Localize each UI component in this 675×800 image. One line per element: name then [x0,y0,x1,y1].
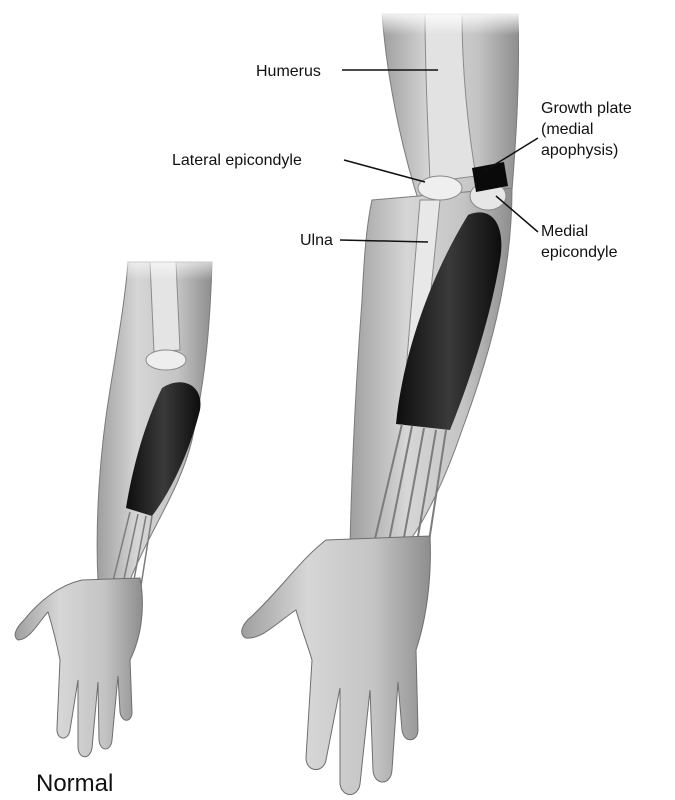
growth-plate-label: Growth plate (medial apophysis) [541,98,632,161]
growth-plate-label-line-1: Growth plate [541,98,632,119]
medial-epicondyle-label-line-1: Medial [541,221,618,242]
growth-plate-label-line-3: apophysis) [541,140,632,161]
normal-arm [15,250,220,757]
normal-caption: Normal [36,770,113,798]
normal-elbow-joint [146,350,186,370]
large-arm [242,10,525,795]
lateral-epicondyle-bone [418,176,462,200]
hand [242,536,431,795]
growth-plate-label-line-2: (medial [541,119,632,140]
medial-epicondyle-label-line-2: epicondyle [541,242,618,263]
ulna-label: Ulna [300,230,333,251]
medial-epicondyle-label: Medial epicondyle [541,221,618,263]
normal-hand [15,578,142,757]
humerus-label: Humerus [256,61,321,82]
lateral-epicondyle-label: Lateral epicondyle [172,150,302,171]
